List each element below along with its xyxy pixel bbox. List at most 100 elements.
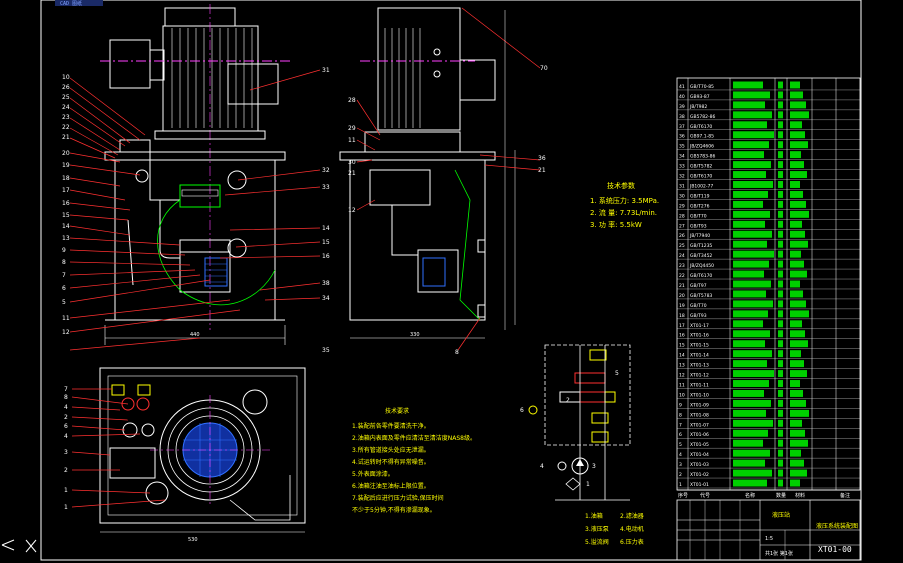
- bom-row-qty: [778, 270, 783, 278]
- svg-text:2: 2: [64, 467, 68, 474]
- bom-row-qty: [778, 131, 783, 139]
- suction-pipe: [159, 200, 180, 259]
- svg-text:22: 22: [62, 124, 70, 131]
- bom-row-material: [790, 190, 803, 198]
- bom-row-code: JB1002-77: [689, 183, 713, 189]
- side-motor-fins: [384, 28, 421, 128]
- bom-row-name: [733, 300, 773, 308]
- bom-row-name: [733, 449, 770, 457]
- bom-row-qty: [778, 280, 783, 288]
- bom-row-material: [790, 449, 801, 457]
- side-leaders: [356, 99, 541, 351]
- bom-row-name: [733, 81, 763, 89]
- svg-text:3.所有管道接头处应无泄漏。: 3.所有管道接头处应无泄漏。: [352, 446, 430, 454]
- bom-row-qty: [778, 320, 783, 328]
- bom-row-number: 31: [679, 183, 685, 189]
- bom-row-number: 18: [679, 313, 685, 319]
- svg-text:不少于5分钟,不得有渗漏现象。: 不少于5分钟,不得有渗漏现象。: [352, 506, 436, 514]
- side-filter: [417, 249, 459, 293]
- bom-row-code: GB/T5782: [690, 164, 712, 170]
- svg-text:1.油箱: 1.油箱: [585, 512, 603, 520]
- drawing-title: 液压站: [772, 511, 790, 519]
- bom-row-name: [733, 389, 764, 397]
- bom-row-qty: [778, 210, 783, 218]
- dim-side-width: 330: [410, 332, 420, 338]
- bom-row-name: [733, 171, 766, 179]
- legend: 1.油箱 2.滤油器 3.液压泵 4.电动机 5.溢流阀 6.压力表: [585, 512, 644, 546]
- filter-housing: [179, 251, 231, 293]
- bom-row-number: 41: [679, 84, 685, 90]
- bom-row-name: [733, 370, 774, 378]
- plan-view[interactable]: 530 7 8 4 2 6 4 3 2 1 1: [64, 367, 306, 543]
- bom-row-number: 24: [679, 253, 685, 259]
- bom-row-name: [733, 330, 770, 338]
- bom-row-code: GB/T6170: [690, 273, 712, 279]
- bom-row-number: 25: [679, 243, 685, 249]
- bom-row-code: XT01-15: [690, 343, 709, 349]
- svg-text:8: 8: [455, 349, 459, 356]
- svg-text:代号: 代号: [700, 492, 710, 499]
- svg-text:24: 24: [62, 104, 70, 111]
- svg-text:8: 8: [62, 259, 66, 266]
- bom-row-material: [790, 141, 808, 149]
- svg-text:70: 70: [540, 65, 548, 72]
- svg-text:25: 25: [62, 94, 70, 101]
- bom-row-number: 27: [679, 223, 685, 229]
- bom-row-material: [790, 171, 807, 179]
- bom-row-code: XT01-10: [690, 392, 709, 398]
- svg-text:6: 6: [62, 285, 66, 292]
- bom-row-material: [790, 469, 807, 477]
- title-tab: [55, 0, 103, 6]
- bom-row-code: GB5783-86: [690, 154, 716, 160]
- plan-gauge-1: [121, 397, 135, 411]
- side-cable: [454, 169, 481, 321]
- bom-row-material: [790, 439, 808, 447]
- motor-flange: [154, 130, 266, 140]
- dim-front-width: 440: [190, 332, 200, 338]
- bom-row-material: [790, 121, 802, 129]
- bom-row-name: [733, 121, 767, 129]
- filter-hatch: [205, 263, 227, 283]
- bom-row-code: XT01-09: [690, 402, 709, 408]
- bom-row-number: 23: [679, 263, 685, 269]
- bom-row-material: [790, 230, 805, 238]
- svg-text:16: 16: [322, 253, 330, 260]
- bom-row-material: [790, 81, 800, 89]
- title-block[interactable]: 液压站 液压系统装配图 1:5 共1张 第1张 XT01-00: [676, 499, 861, 561]
- title-tab-text: CAD 图纸: [60, 0, 82, 7]
- svg-text:20: 20: [62, 150, 70, 157]
- bom-row-material: [790, 479, 800, 487]
- hydraulic-schematic[interactable]: 6 4 3 5 2 1: [520, 344, 631, 501]
- side-view[interactable]: 330 28 29 11 30 21 12 70 36 21 8: [339, 7, 548, 356]
- svg-text:9: 9: [62, 247, 66, 254]
- plan-filler: [242, 389, 268, 415]
- side-manifold: [369, 169, 431, 206]
- filter-symbol: [565, 477, 581, 491]
- svg-text:26: 26: [62, 84, 70, 91]
- bom-row-material: [790, 270, 807, 278]
- bom-row-number: 7: [679, 422, 682, 428]
- bom-row-code: GB/T119: [690, 193, 710, 199]
- bom-row-name: [733, 240, 767, 248]
- bom-row-name: [733, 350, 772, 358]
- front-balloons-left: 10 26 25 24 23 22 21 20 19 18 17 16 15 1…: [62, 74, 70, 336]
- svg-text:5.溢流阀: 5.溢流阀: [585, 538, 609, 546]
- bom-row-code: XT01-06: [690, 432, 709, 438]
- bom-row-code: JB/ZQ4606: [689, 144, 714, 150]
- plan-valve-a: [111, 384, 125, 396]
- svg-text:5.外表面涂漆。: 5.外表面涂漆。: [352, 470, 394, 478]
- bom-row-number: 37: [679, 124, 685, 130]
- svg-text:31: 31: [322, 67, 330, 74]
- bom-row-qty: [778, 181, 783, 188]
- bom-row-name: [733, 200, 763, 208]
- front-view[interactable]: 440 10 26 25 24: [62, 4, 330, 354]
- bom-row-number: 39: [679, 104, 685, 110]
- svg-text:1: 1: [586, 481, 590, 488]
- bom-row-code: GB/T70: [690, 213, 707, 219]
- svg-text:12: 12: [62, 329, 70, 336]
- bom-row-qty: [778, 419, 783, 427]
- bom-row-name: [733, 399, 771, 407]
- bom-row-material: [790, 350, 801, 358]
